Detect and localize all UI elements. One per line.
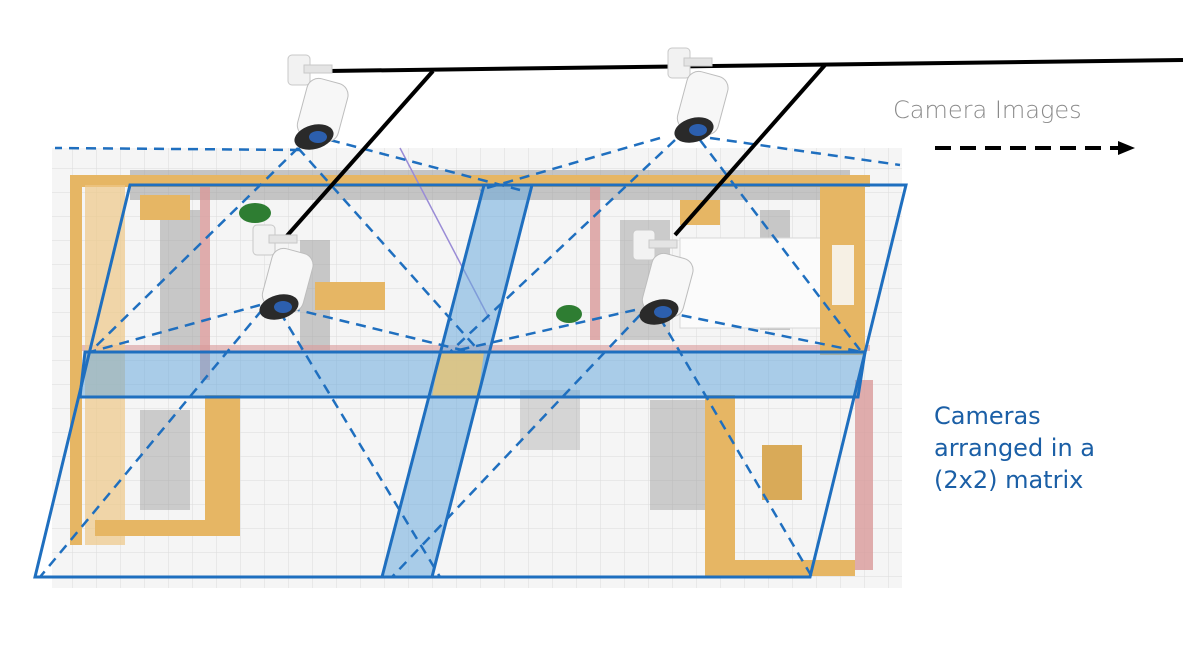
matrix-caption-line-2: arranged in a <box>934 434 1096 462</box>
camera-icon-top-right <box>667 47 732 148</box>
coverage-boundary <box>33 183 908 579</box>
field-of-view-lines <box>39 136 901 578</box>
camera-images-label: Camera Images <box>893 96 1082 124</box>
matrix-caption-line-3: (2x2) matrix <box>934 466 1084 494</box>
camera-images-arrow <box>935 141 1135 155</box>
camera-wires <box>283 58 1183 240</box>
overlap-regions <box>78 183 867 579</box>
matrix-caption-line-1: Cameras <box>934 402 1041 430</box>
matrix-caption: Cameras arranged in a (2x2) matrix <box>934 400 1164 496</box>
